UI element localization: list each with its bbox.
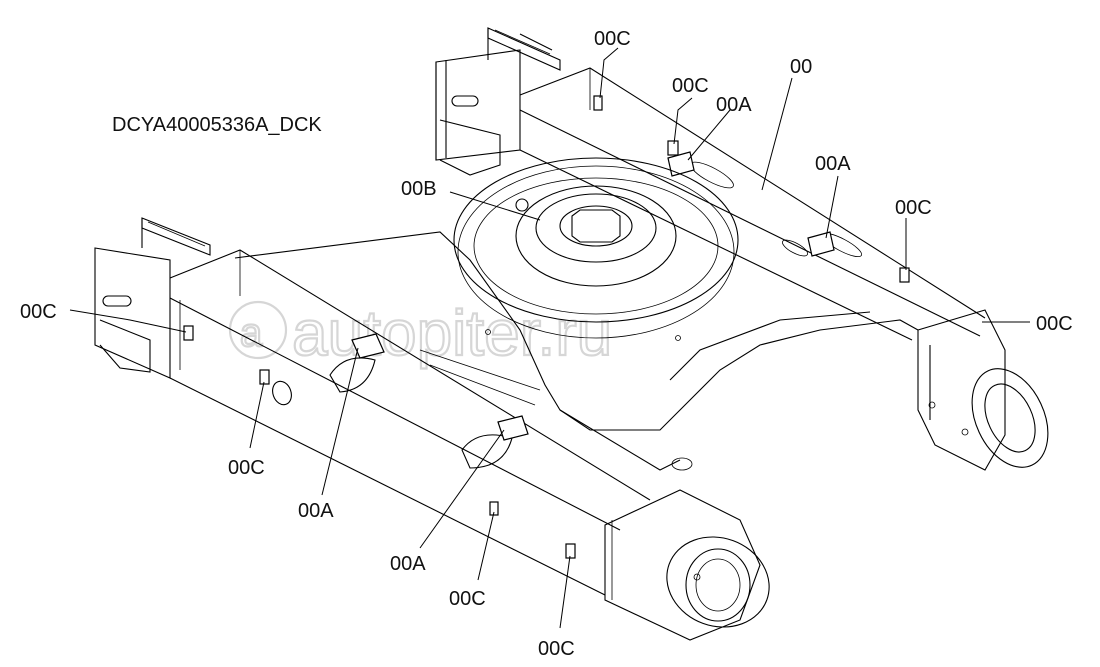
watermark: a autopiter.ru bbox=[228, 296, 613, 370]
callout-labels: DCYA40005336A_DCK 00C 00C 00A 00 00B 00A… bbox=[20, 28, 1073, 660]
center-frame bbox=[234, 157, 919, 471]
callout-label: 00C bbox=[594, 28, 631, 50]
callout-label: 00C bbox=[228, 457, 265, 479]
callout-label: 00A bbox=[815, 153, 851, 175]
svg-text:a: a bbox=[240, 311, 263, 355]
callout-label: 00B bbox=[401, 178, 437, 200]
callout-label: 00A bbox=[716, 94, 752, 116]
document-code: DCYA40005336A_DCK bbox=[112, 114, 322, 136]
callout-label: 00C bbox=[895, 197, 932, 219]
callout-label: 00C bbox=[538, 638, 575, 660]
front-side-frame bbox=[94, 217, 770, 641]
callout-label: 00C bbox=[449, 588, 486, 610]
leader-lines bbox=[69, 47, 1030, 629]
callout-label: 00C bbox=[1036, 313, 1073, 335]
callout-label: 00A bbox=[390, 553, 426, 575]
callout-label: 00 bbox=[790, 56, 812, 78]
rear-side-frame bbox=[435, 27, 1049, 471]
callout-label: 00C bbox=[20, 301, 57, 323]
callout-label: 00C bbox=[672, 75, 709, 97]
callout-label: 00A bbox=[298, 500, 334, 522]
watermark-text: autopiter.ru bbox=[292, 297, 612, 369]
